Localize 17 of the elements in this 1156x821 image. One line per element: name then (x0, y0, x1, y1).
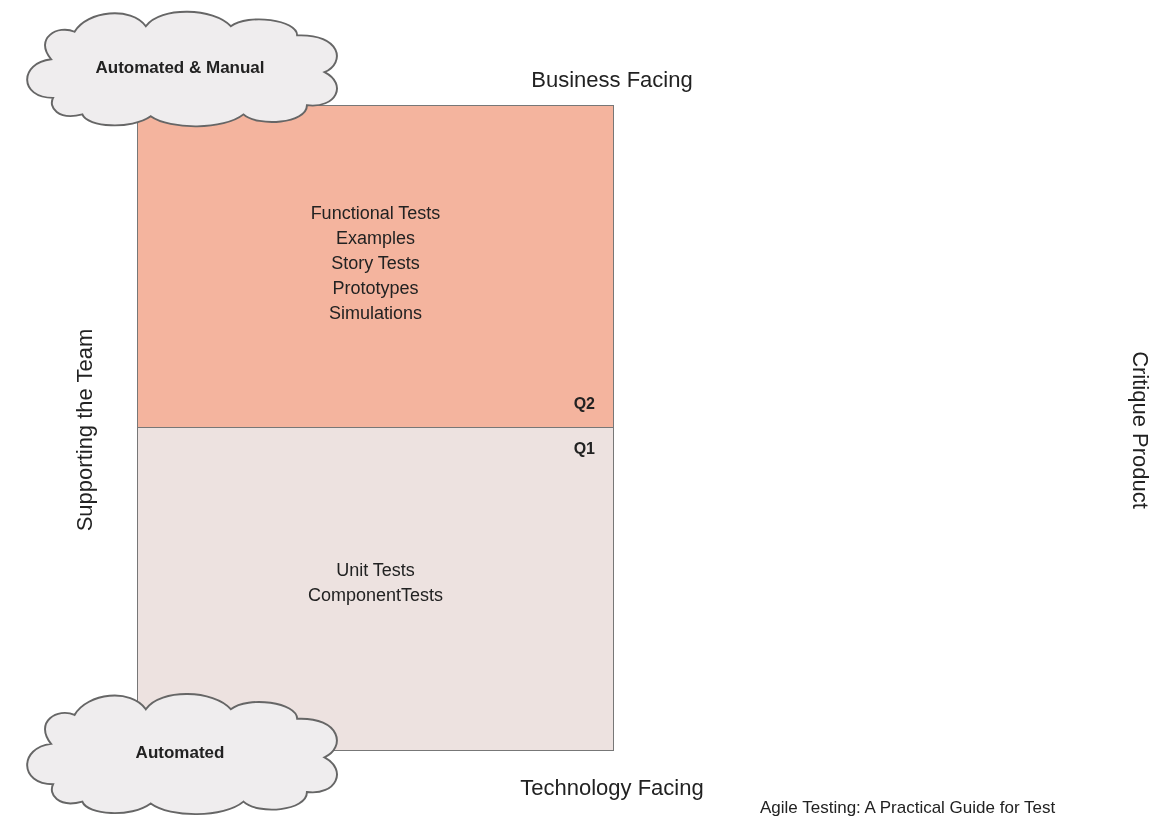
list-item: Functional Tests (310, 202, 441, 225)
quadrant-box (137, 105, 614, 428)
list-item: Simulations (328, 302, 422, 325)
list-item: Story Tests (331, 252, 420, 275)
axis-label: Technology Facing (520, 775, 704, 801)
citation-text: Agile Testing: A Practical Guide for Test (760, 798, 1056, 818)
list-item: ComponentTests (307, 584, 444, 607)
axis-label: Critique Product (1127, 351, 1153, 509)
list-item: Examples (336, 227, 415, 250)
cloud-label: Automated (135, 743, 225, 762)
axis-label: Business Facing (531, 67, 693, 93)
list-item: Unit Tests (336, 559, 415, 582)
cloud-label: Automated & Manual (95, 58, 265, 77)
quadrant-label: Q2 (573, 395, 595, 413)
list-item: Prototypes (332, 277, 419, 300)
axis-label: Supporting the Team (72, 328, 98, 532)
quadrant-label: Q1 (573, 440, 595, 458)
